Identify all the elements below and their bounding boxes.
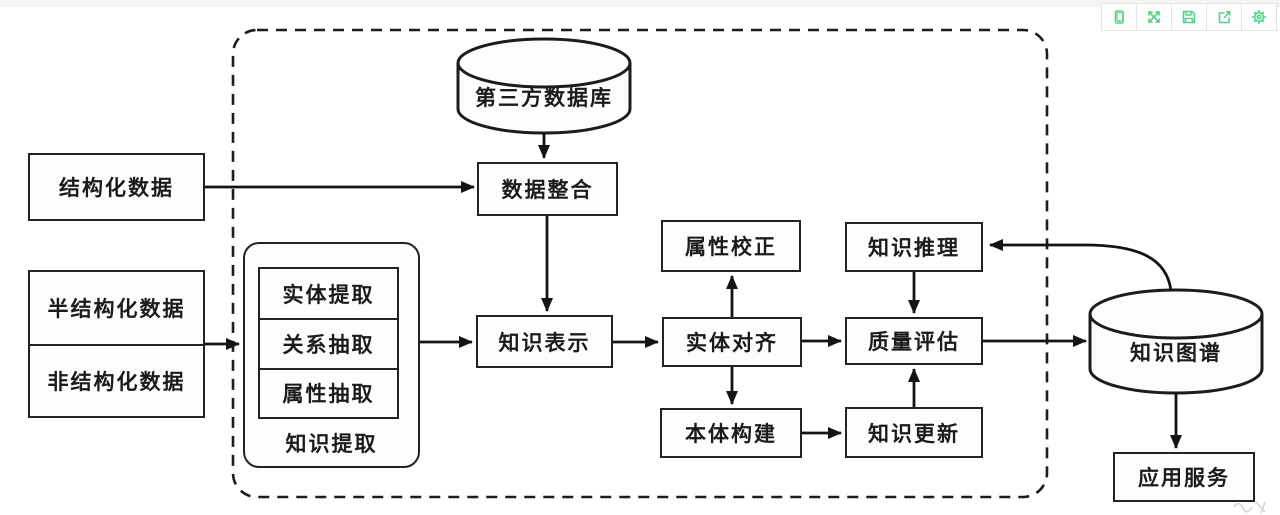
gear-settings-icon [1251, 9, 1267, 25]
node-attribute-extraction: 属性抽取 [260, 368, 397, 416]
node-application-service: 应用服务 [1113, 452, 1255, 502]
node-ontology-construction: 本体构建 [660, 408, 802, 458]
node-quality-evaluation: 质量评估 [845, 317, 983, 365]
share-button[interactable] [1206, 4, 1241, 30]
save-button[interactable] [1171, 4, 1206, 30]
node-knowledge-representation: 知识表示 [476, 315, 613, 368]
mobile-device-icon [1114, 10, 1124, 24]
node-entity-alignment: 实体对齐 [662, 317, 802, 367]
fullscreen-button[interactable] [1136, 4, 1171, 30]
node-entity-extraction: 实体提取 [282, 282, 375, 307]
node-unstructured-data: 非结构化数据 [30, 344, 203, 415]
knowledge-graph-label: 知识图谱 [1130, 341, 1222, 365]
knowledge-extraction-group: 实体提取 关系抽取 属性抽取 知识提取 [243, 242, 420, 468]
node-data-integration: 数据整合 [477, 162, 618, 216]
node-attribute-correction: 属性校正 [661, 220, 801, 272]
node-knowledge-reasoning: 知识推理 [845, 222, 983, 272]
share-export-icon [1218, 11, 1231, 24]
node-semi-structured-data: 半结构化数据 [47, 297, 186, 321]
node-semi-unstructured-data: 半结构化数据 非结构化数据 [28, 270, 205, 418]
extraction-steps-stack: 实体提取 关系抽取 属性抽取 [258, 267, 399, 419]
pipeline-dashed-container [231, 28, 1049, 499]
node-structured-data: 结构化数据 [28, 153, 205, 221]
mobile-view-button[interactable] [1102, 4, 1136, 30]
knowledge-extraction-label: 知识提取 [285, 432, 378, 456]
viewer-toolbar [1101, 3, 1277, 31]
knowledge-graph-cylinder [1088, 288, 1264, 395]
floppy-save-icon [1182, 10, 1196, 24]
arrow-knowledge-graph-to-reasoning-curved [989, 239, 1173, 292]
third-party-db-cylinder [456, 37, 632, 135]
expand-arrows-icon [1148, 11, 1160, 23]
node-knowledge-update: 知识更新 [845, 407, 983, 458]
top-edge-shade [0, 0, 1280, 7]
third-party-db-label: 第三方数据库 [475, 86, 613, 110]
watermark [1233, 501, 1266, 514]
node-relation-extraction: 关系抽取 [260, 318, 397, 368]
settings-button[interactable] [1241, 4, 1276, 30]
